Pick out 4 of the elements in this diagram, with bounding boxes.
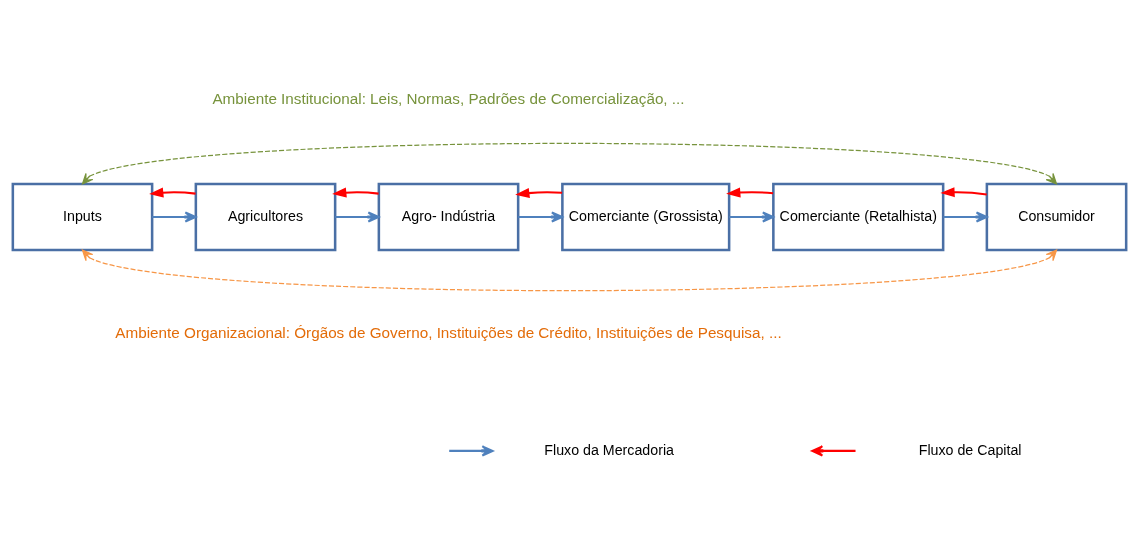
legend-label: Fluxo de Capital	[918, 441, 1022, 458]
label: Ambiente Organizacional: Órgãos de Governo, Instituições de Crédito, Instituições de Pesquisa, ...	[115, 323, 782, 341]
label: Ambiente Institucional: Leis, Normas, Padrões de Comercialização, ...	[212, 89, 685, 107]
legend-label: Fluxo da Mercadoria	[544, 441, 674, 458]
